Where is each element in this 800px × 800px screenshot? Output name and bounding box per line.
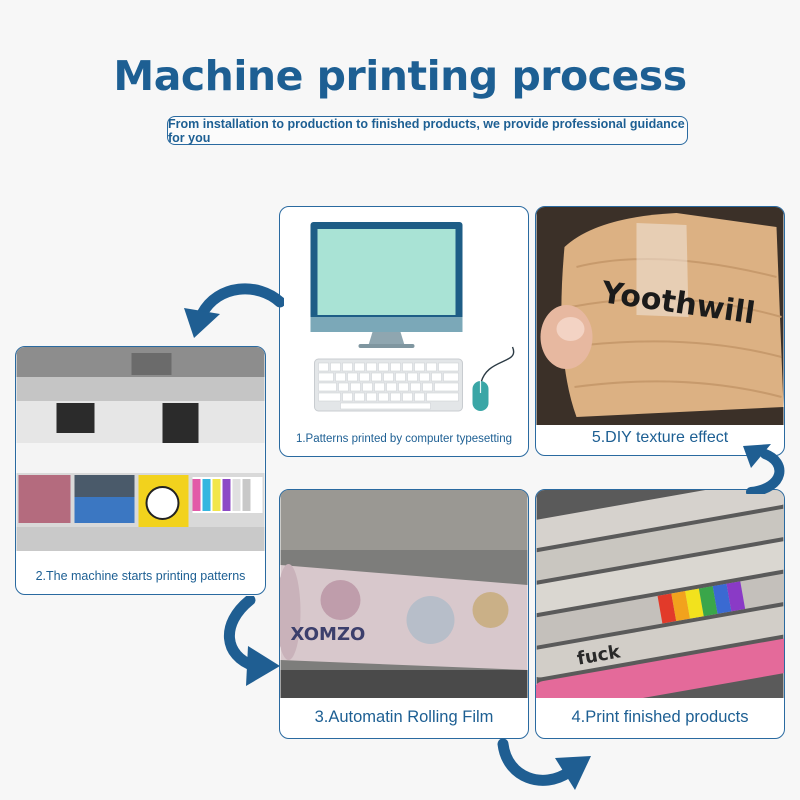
printer-photo	[16, 347, 265, 551]
step-4-caption: 4.Print finished products	[571, 708, 749, 726]
step-card-finished-products: fuck 4.Print finished products	[535, 489, 785, 739]
step-1-caption: 1.Patterns printed by computer typesetti…	[295, 433, 513, 445]
step-3-caption: 3.Automatin Rolling Film	[314, 708, 494, 726]
step-5-caption: 5.DIY texture effect	[591, 429, 729, 446]
flow-arrow-icon-step3-to-step4	[497, 738, 591, 790]
mouse-icon	[472, 346, 515, 411]
step-card-diy-texture: Yoothwill 5.DIY texture effect	[535, 206, 785, 456]
page-subtitle: From installation to production to finis…	[167, 116, 688, 145]
finished-rolls-photo: fuck	[536, 490, 784, 698]
computer-illustration	[310, 222, 515, 412]
step-card-machine: 2.The machine starts printing patterns	[15, 346, 266, 595]
flow-arrow-icon-step4-to-step5	[743, 444, 785, 494]
wood-block-photo: Yoothwill	[536, 207, 784, 425]
keyboard-icon	[314, 358, 463, 412]
color-test-bars	[192, 479, 251, 511]
page-title: Machine printing process	[113, 52, 687, 100]
rolling-film-photo: XOMZO	[280, 490, 528, 698]
flow-arrow-icon-step1-to-step2	[184, 283, 284, 338]
roll-brand-text: XOMZO	[291, 624, 366, 645]
step-2-caption: 2.The machine starts printing patterns	[35, 569, 246, 583]
step-card-rolling-film: XOMZO 3.Automatin Rolling Film	[279, 489, 529, 739]
step-card-computer: 1.Patterns printed by computer typesetti…	[279, 206, 529, 457]
flow-arrow-icon-step2-to-step3	[223, 596, 280, 686]
monitor-icon	[310, 222, 463, 348]
